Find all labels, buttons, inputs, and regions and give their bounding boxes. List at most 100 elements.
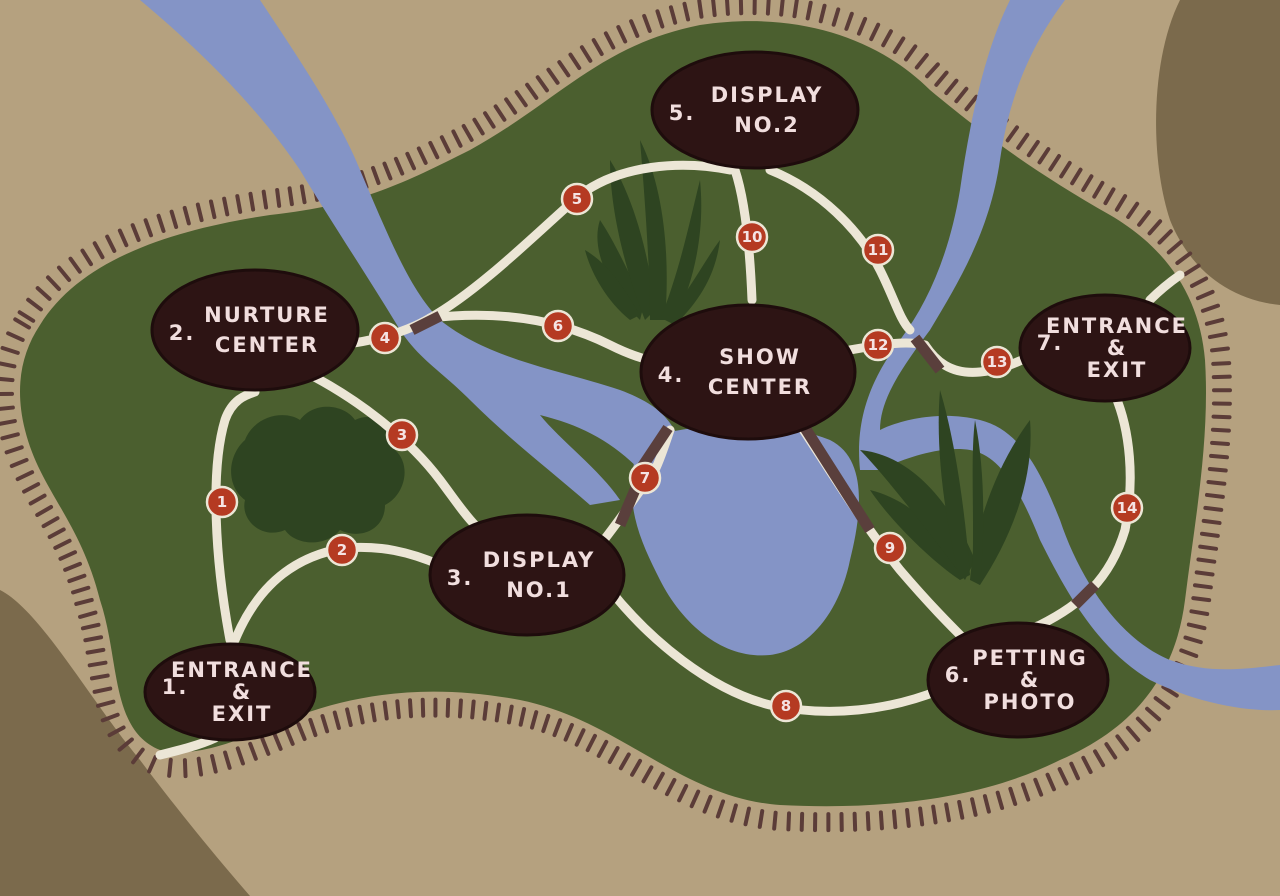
fence-post	[995, 790, 1005, 810]
fence-post	[4, 445, 24, 455]
fence-post	[22, 482, 41, 494]
fence-post	[711, 0, 717, 18]
fence-post	[596, 739, 609, 758]
fence-post	[786, 811, 792, 832]
fence-post	[878, 810, 884, 831]
fence-post	[494, 702, 502, 723]
fence-post	[1201, 518, 1222, 525]
fence-post	[964, 94, 979, 112]
marker-circle	[325, 533, 359, 567]
fence-post	[483, 111, 496, 129]
fence-post	[1153, 696, 1171, 710]
fence-post	[457, 698, 463, 719]
fence-post	[470, 699, 476, 720]
fence-post	[818, 3, 827, 24]
fence-post	[0, 419, 17, 426]
fence-post	[925, 62, 940, 79]
fence-post	[13, 317, 31, 330]
path-marker-1[interactable]: 1	[205, 485, 239, 519]
fence-post	[248, 741, 258, 761]
fence-post	[682, 1, 691, 22]
fence-post	[1016, 132, 1030, 150]
fence-post	[131, 747, 145, 765]
path-marker-8[interactable]: 8	[769, 689, 803, 723]
fence-post	[0, 405, 15, 411]
location-name-line: ENTRANCE	[171, 658, 313, 682]
location-entrance-exit-1[interactable]: 1.ENTRANCE&EXIT	[143, 642, 317, 742]
fence-post	[428, 140, 440, 160]
fence-post	[156, 213, 166, 233]
fence-post	[1211, 361, 1232, 366]
fence-post	[904, 44, 918, 62]
fence-post	[1166, 239, 1183, 255]
path-marker-7[interactable]: 7	[628, 461, 662, 495]
fence-post	[664, 777, 677, 797]
fence-post	[299, 184, 307, 205]
fence-post	[0, 345, 20, 355]
fence-post	[15, 470, 35, 482]
location-oval	[428, 513, 626, 637]
location-petting-photo[interactable]: 6.PETTING&PHOTO	[926, 621, 1110, 739]
fence-post	[891, 809, 898, 830]
fence-post	[58, 550, 78, 561]
fence-post	[143, 218, 153, 238]
fence-post	[80, 622, 101, 631]
path-marker-3[interactable]: 3	[385, 418, 419, 452]
marker-circle	[560, 182, 594, 216]
location-entrance-exit-7[interactable]: 7.ENTRANCE&EXIT	[1018, 293, 1192, 403]
fence-post	[1186, 622, 1207, 631]
fence-post	[117, 737, 134, 752]
path-marker-13[interactable]: 13	[980, 345, 1014, 379]
river-right	[859, 0, 1280, 711]
walking-path	[425, 310, 665, 367]
path-marker-10[interactable]: 10	[735, 220, 769, 254]
path-marker-6[interactable]: 6	[541, 309, 575, 343]
path-marker-2[interactable]: 2	[325, 533, 359, 567]
fence-post	[78, 610, 98, 619]
path-marker-4[interactable]: 4	[368, 321, 402, 355]
marker-number: 14	[1117, 499, 1138, 517]
fence-post	[743, 806, 751, 827]
fence-post	[957, 800, 965, 820]
fence-post	[1211, 414, 1232, 420]
fence-post	[47, 527, 66, 540]
location-name-line: PHOTO	[984, 690, 1077, 714]
fence-post	[210, 754, 218, 774]
marker-number: 12	[868, 336, 889, 354]
fence-post	[1157, 229, 1173, 245]
location-name-line: ENTRANCE	[1046, 314, 1188, 338]
fence-post	[1192, 583, 1213, 590]
fence-post	[1114, 194, 1128, 212]
path-marker-5[interactable]: 5	[560, 182, 594, 216]
fence-post	[1189, 609, 1210, 617]
fence-post	[71, 585, 91, 595]
fence-post	[865, 811, 871, 832]
location-name-line: CENTER	[215, 333, 319, 357]
fence-post	[618, 752, 631, 771]
bridge	[795, 417, 875, 533]
walking-path	[1145, 270, 1185, 305]
fence-post	[45, 275, 62, 292]
fence	[0, 0, 1232, 833]
fence-post	[856, 16, 868, 36]
fence-post	[1175, 251, 1193, 265]
fence-post	[579, 45, 593, 63]
fence-post	[655, 9, 665, 29]
marker-circle	[873, 531, 907, 565]
fence-post	[568, 52, 582, 70]
fence-post	[407, 698, 414, 719]
fence-post	[100, 712, 120, 723]
path-marker-9[interactable]: 9	[873, 531, 907, 565]
fence-post	[461, 124, 474, 142]
path-marker-11[interactable]: 11	[861, 233, 895, 267]
path-marker-14[interactable]: 14	[1110, 491, 1144, 525]
path-marker-12[interactable]: 12	[861, 328, 895, 362]
fence-post	[557, 60, 571, 78]
bush-plant	[231, 406, 405, 543]
fence-post	[607, 746, 620, 765]
